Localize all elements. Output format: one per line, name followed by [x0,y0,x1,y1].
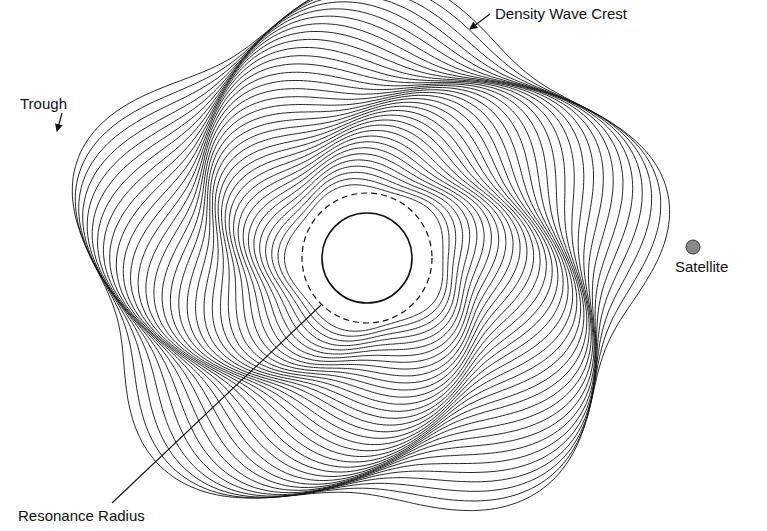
streamline [72,0,669,511]
trough-label: Trough [18,95,69,113]
streamline [238,136,499,369]
streamline [254,154,477,354]
streamline [204,102,546,418]
streamline [87,2,633,495]
streamline [272,172,456,341]
streamline [92,9,623,493]
streamline [138,64,584,467]
resonance-circle [302,193,432,323]
streamline [243,142,491,362]
streamline [103,24,603,488]
streamline [116,39,591,480]
satellite-label: Satellite [673,258,730,276]
streamline [110,32,594,485]
streamline [98,16,614,490]
leader-line [470,14,490,29]
streamline [218,111,533,405]
planet-edge [322,213,412,303]
leader-line [57,113,62,131]
crest-label: Density Wave Crest [493,5,629,23]
streamline [266,166,463,346]
streamlines [72,0,669,511]
resonance-label: Resonance Radius [16,507,147,525]
streamline [154,81,577,457]
streamline [222,115,527,397]
satellite-symbol [686,240,700,254]
streamline [187,95,558,432]
streamline [79,0,652,497]
streamline [75,0,660,501]
streamline [278,179,449,337]
streamline [123,48,589,477]
streamline [248,148,484,358]
streamline [179,92,563,438]
leader-line [112,305,321,503]
streamline [83,0,643,496]
